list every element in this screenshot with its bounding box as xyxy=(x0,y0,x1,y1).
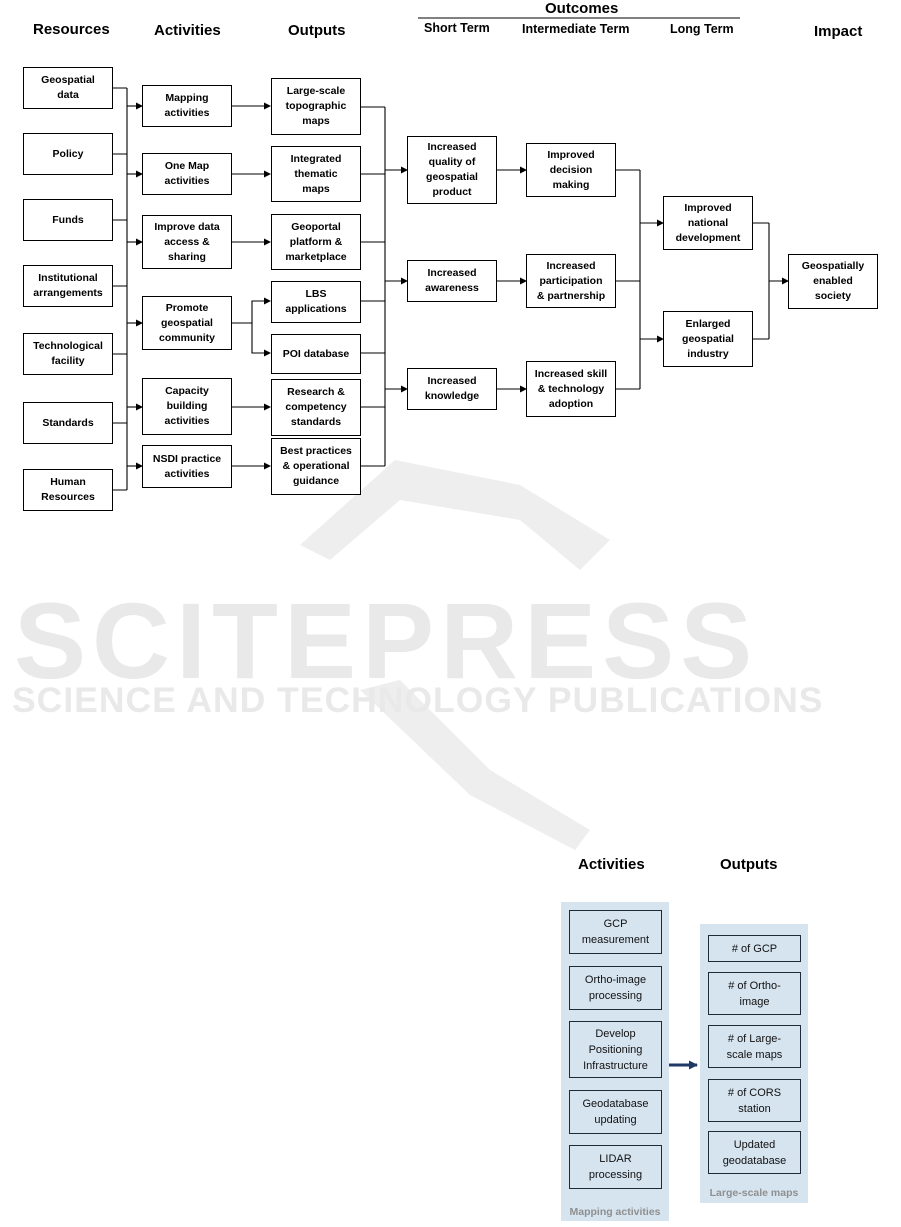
header-resources: Resources xyxy=(33,21,110,38)
detail-activity-ortho-image-processing: Ortho-image processing xyxy=(569,966,662,1010)
detail-output-cors-station-count: # of CORS station xyxy=(708,1079,801,1122)
resource-human-resources: Human Resources xyxy=(23,469,113,511)
detail-output-updated-geodatabase: Updated geodatabase xyxy=(708,1131,801,1174)
activity-promote-geospatial-community: Promote geospatial community xyxy=(142,296,232,350)
header-long-term: Long Term xyxy=(670,22,734,36)
large-scale-maps-caption: Large-scale maps xyxy=(709,1187,799,1199)
header-activities: Activities xyxy=(154,22,221,39)
header-intermediate-term: Intermediate Term xyxy=(522,22,630,36)
activity-improve-data-access: Improve data access & sharing xyxy=(142,215,232,269)
resource-policy: Policy xyxy=(23,133,113,175)
output-lbs-applications: LBS applications xyxy=(271,281,361,323)
detail-output-ortho-image-count: # of Ortho- image xyxy=(708,972,801,1015)
outcome-increased-quality: Increased quality of geospatial product xyxy=(407,136,497,204)
activity-capacity-building: Capacity building activities xyxy=(142,378,232,435)
output-poi-database: POI database xyxy=(271,334,361,374)
output-research-competency-standards: Research & competency standards xyxy=(271,379,361,436)
output-best-practices-guidance: Best practices & operational guidance xyxy=(271,438,361,495)
activity-nsdi-practice: NSDI practice activities xyxy=(142,445,232,488)
header-short-term: Short Term xyxy=(424,21,490,35)
resource-technological-facility: Technological facility xyxy=(23,333,113,375)
detail-activity-positioning-infrastructure: Develop Positioning Infrastructure xyxy=(569,1021,662,1078)
detail-activity-lidar-processing: LIDAR processing xyxy=(569,1145,662,1189)
detail-activity-geodatabase-updating: Geodatabase updating xyxy=(569,1090,662,1134)
output-large-scale-topographic-maps: Large-scale topographic maps xyxy=(271,78,361,135)
activity-mapping: Mapping activities xyxy=(142,85,232,127)
header-outputs: Outputs xyxy=(288,22,346,39)
output-integrated-thematic-maps: Integrated thematic maps xyxy=(271,146,361,202)
resource-institutional-arrangements: Institutional arrangements xyxy=(23,265,113,307)
resource-geospatial-data: Geospatial data xyxy=(23,67,113,109)
resource-standards: Standards xyxy=(23,402,113,444)
header-impact: Impact xyxy=(814,23,863,40)
detail-activities-title: Activities xyxy=(578,856,645,873)
detail-output-large-scale-maps-count: # of Large- scale maps xyxy=(708,1025,801,1068)
outcome-increased-awareness: Increased awareness xyxy=(407,260,497,302)
watermark-title: SCITEPRESS xyxy=(14,580,759,701)
outcome-improved-decision-making: Improved decision making xyxy=(526,143,616,197)
impact-geospatially-enabled-society: Geospatially enabled society xyxy=(788,254,878,309)
mapping-activities-caption: Mapping activities xyxy=(569,1206,661,1218)
outcome-increased-knowledge: Increased knowledge xyxy=(407,368,497,410)
detail-outputs-title: Outputs xyxy=(720,856,778,873)
resource-funds: Funds xyxy=(23,199,113,241)
outcome-improved-national-development: Improved national development xyxy=(663,196,753,250)
outcome-increased-skill: Increased skill & technology adoption xyxy=(526,361,616,417)
outcome-enlarged-geospatial-industry: Enlarged geospatial industry xyxy=(663,311,753,367)
activity-one-map: One Map activities xyxy=(142,153,232,195)
header-outcomes: Outcomes xyxy=(545,0,619,17)
detail-output-gcp-count: # of GCP xyxy=(708,935,801,962)
outcome-increased-participation: Increased participation & partnership xyxy=(526,254,616,308)
detail-activity-gcp-measurement: GCP measurement xyxy=(569,910,662,954)
watermark-subtitle: SCIENCE AND TECHNOLOGY PUBLICATIONS xyxy=(12,680,824,720)
output-geoportal-platform: Geoportal platform & marketplace xyxy=(271,214,361,270)
